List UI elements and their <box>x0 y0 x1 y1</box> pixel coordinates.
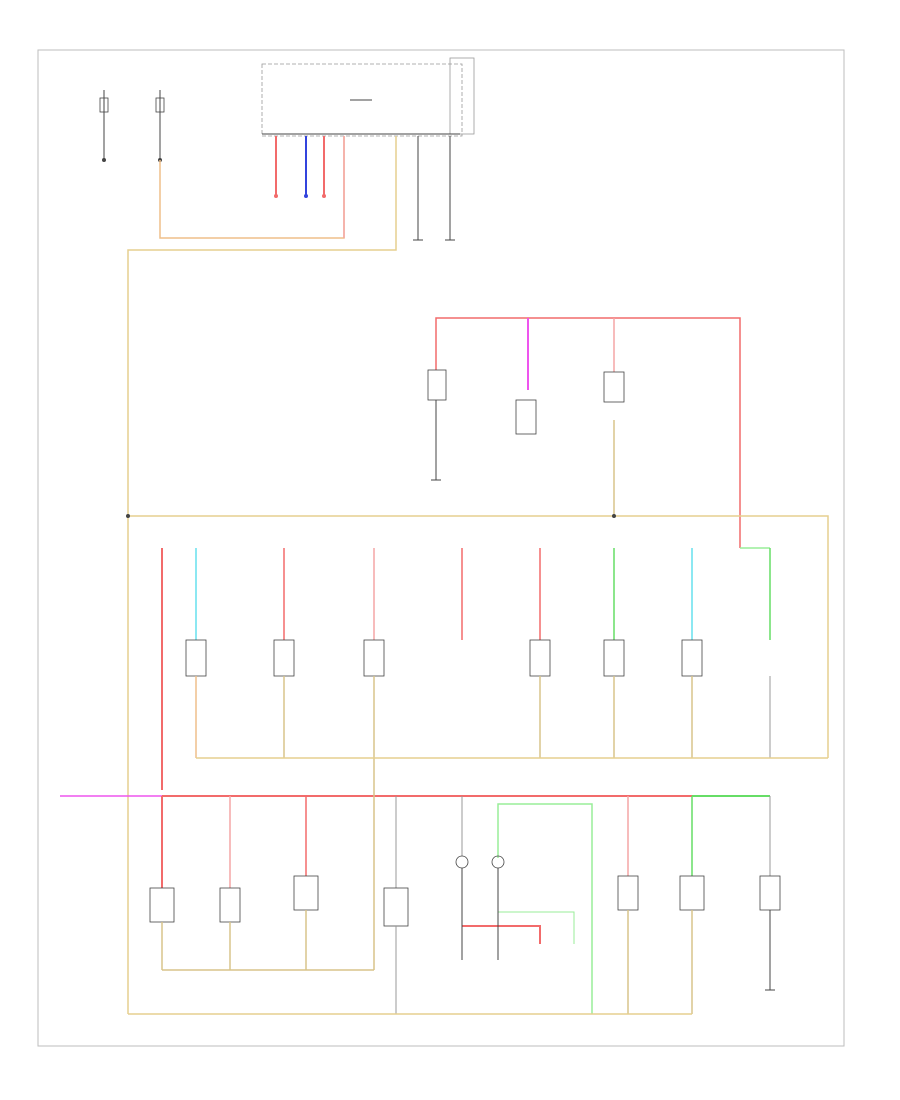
combination-meter-box <box>449 57 475 135</box>
switch-icon <box>185 639 207 677</box>
lamp-icon <box>455 855 469 869</box>
wire-tan-bus-mid <box>128 515 829 758</box>
wire-orange-loop <box>159 136 345 239</box>
control-unit-box <box>261 63 463 137</box>
fuse-icon <box>99 97 109 113</box>
switch-icon <box>617 875 639 911</box>
wire-green-inner <box>498 911 575 944</box>
switch-component <box>603 371 625 403</box>
top-section <box>99 57 475 1014</box>
switch-icon <box>383 887 409 927</box>
switch-icon <box>603 639 625 677</box>
switch-icon <box>681 639 703 677</box>
switch-icon <box>293 875 319 911</box>
switch-icon <box>679 875 705 911</box>
diagram-frame <box>37 49 845 1047</box>
switch-row-1 <box>161 547 828 790</box>
fuse-block-left <box>99 90 165 162</box>
switch-icon <box>363 639 385 677</box>
switch-component <box>515 399 537 435</box>
fuse-icon <box>155 97 165 113</box>
middle-section <box>126 317 829 758</box>
wire-tan-main <box>127 136 397 1014</box>
switch-icon <box>149 887 175 923</box>
wire-green-loop <box>497 803 593 1014</box>
switch-icon <box>273 639 295 677</box>
switch-icon <box>529 639 551 677</box>
switch-row-2 <box>60 790 781 1015</box>
switch-icon <box>219 887 241 923</box>
switch-component <box>427 369 447 401</box>
wire-red-top-bus <box>435 317 741 548</box>
wire-red-center <box>462 925 541 944</box>
switch-icon <box>759 875 781 911</box>
